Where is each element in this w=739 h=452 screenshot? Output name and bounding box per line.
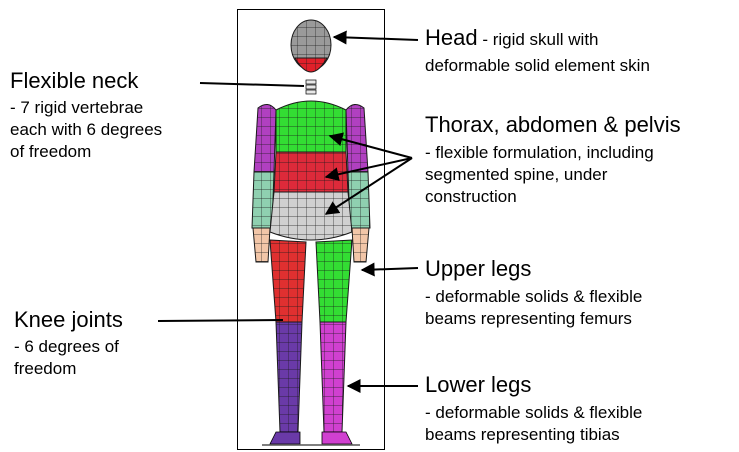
knee-desc: - 6 degrees of freedom [14,336,123,380]
right-leg [316,240,352,444]
left-arm [252,104,276,262]
lower-legs-label: Lower legs - deformable solids & flexibl… [425,374,642,446]
neck-part [306,80,316,94]
neck-pointer [200,83,304,86]
head-pointer [334,37,418,40]
neck-desc: - 7 rigid vertebrae each with 6 degrees … [10,97,162,163]
head-desc: rigid skull with [493,30,599,49]
head-part [291,20,331,72]
knee-pointer [158,320,283,321]
torso-part [270,101,352,240]
thorax-title: Thorax, abdomen & pelvis [425,114,681,136]
head-label: Head - rigid skull with [425,27,599,49]
upper-legs-title: Upper legs [425,258,642,280]
knee-title: Knee joints [14,309,123,331]
thorax-desc: - flexible formulation, including segmen… [425,142,681,208]
upper-legs-desc: - deformable solids & flexible beams rep… [425,286,642,330]
left-leg [270,240,306,444]
head-title: Head [425,25,478,50]
lower-legs-title: Lower legs [425,374,642,396]
upper-legs-label: Upper legs - deformable solids & flexibl… [425,258,642,330]
lower-legs-desc: - deformable solids & flexible beams rep… [425,402,642,446]
head-separator: - [478,30,493,49]
head-desc-line2: deformable solid element skin [425,57,650,74]
knee-label: Knee joints - 6 degrees of freedom [14,309,123,380]
thorax-label: Thorax, abdomen & pelvis - flexible form… [425,114,681,208]
upper-legs-pointer [362,268,418,270]
neck-title: Flexible neck [10,70,162,92]
neck-label: Flexible neck - 7 rigid vertebrae each w… [10,70,162,163]
right-arm [346,104,370,262]
